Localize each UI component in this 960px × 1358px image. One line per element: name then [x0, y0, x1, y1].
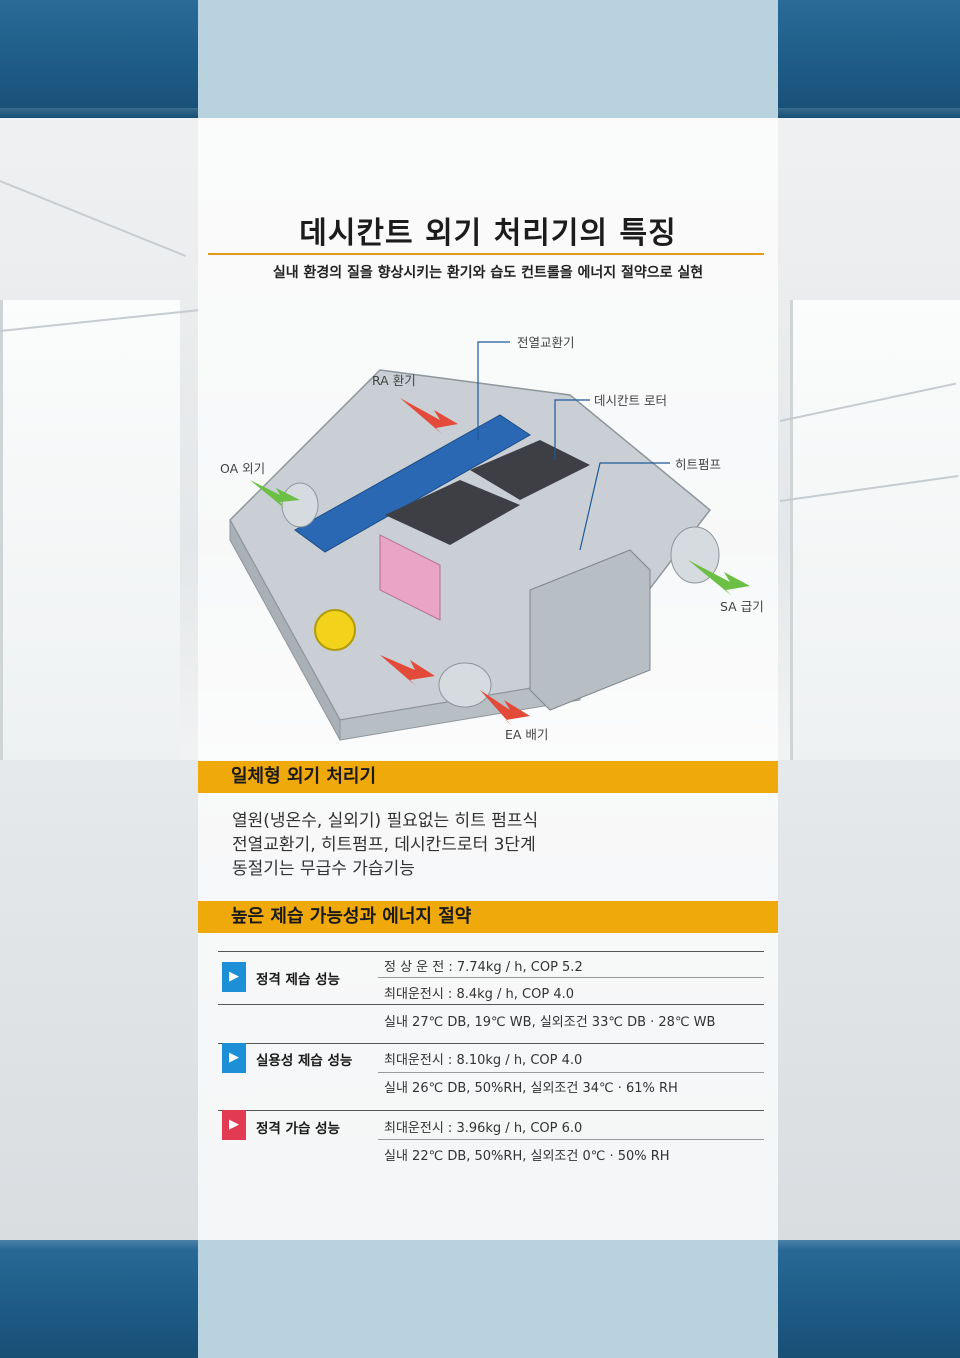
- page-title: 데시칸트 외기 처리기의 특징: [299, 216, 677, 251]
- spec-value: 실내 26℃ DB, 50%RH, 실외조건 34℃ · 61% RH: [384, 1081, 678, 1096]
- ceiling-line: [0, 180, 186, 257]
- unit-illustration: [229, 341, 750, 741]
- spec-value: 실내 27℃ DB, 19℃ WB, 실외조건 33℃ DB · 28℃ WB: [384, 1015, 716, 1030]
- play-arrow-icon: ▶: [222, 1110, 246, 1140]
- spec-divider: [218, 1110, 764, 1111]
- label-sa: SA 급기: [720, 599, 764, 614]
- bottom-light-panel: [198, 1240, 778, 1358]
- label-oa: OA 외기: [220, 461, 266, 476]
- spec-divider: [218, 951, 764, 952]
- spec-label-practical-dehumidify: 실용성 제습 성능: [256, 1053, 353, 1069]
- spec-value: 최대운전시 : 8.10kg / h, COP 4.0: [384, 1053, 583, 1068]
- office-window-right: [790, 300, 960, 760]
- spec-subdivider: [378, 1072, 764, 1073]
- label-ea: EA 배기: [505, 727, 549, 742]
- spec-subdivider: [378, 977, 764, 978]
- spec-value: 최대운전시 : 8.4kg / h, COP 4.0: [384, 987, 575, 1002]
- office-window-left: [0, 300, 180, 760]
- label-heat-pump: 히트펌프: [675, 457, 722, 472]
- spec-divider: [218, 1004, 764, 1005]
- spec-subdivider: [378, 1139, 764, 1140]
- section-heading-dehumidify: 높은 제습 가능성과 에너지 절약: [198, 901, 778, 933]
- play-arrow-icon: ▶: [222, 962, 246, 992]
- page-subtitle: 실내 환경의 질을 향상시키는 환기와 습도 컨트롤을 에너지 절약으로 실현: [272, 265, 704, 281]
- spec-value: 정 상 운 전 : 7.74kg / h, COP 5.2: [384, 960, 583, 975]
- spec-label-rated-dehumidify: 정격 제습 성능: [256, 972, 340, 988]
- title-divider: [208, 253, 764, 255]
- feature-line-3: 동절기는 무급수 가습기능: [232, 859, 415, 879]
- top-light-panel: [198, 0, 778, 118]
- spec-value: 실내 22℃ DB, 50%RH, 실외조건 0℃ · 50% RH: [384, 1149, 670, 1164]
- feature-line-1: 열원(냉온수, 실외기) 필요없는 히트 펌프식: [232, 811, 539, 831]
- play-arrow-icon: ▶: [222, 1043, 246, 1073]
- feature-line-2: 전열교환기, 히트펌프, 데시칸드로터 3단계: [232, 835, 536, 855]
- spec-value: 최대운전시 : 3.96kg / h, COP 6.0: [384, 1121, 583, 1136]
- label-heat-exchanger: 전열교환기: [517, 335, 575, 350]
- unit-diagram: 전열교환기 RA 환기 데시칸트 로터 히트펌프 OA 외기 SA 급기 EA …: [210, 320, 770, 750]
- spec-divider: [218, 1043, 764, 1044]
- label-ra: RA 환기: [372, 373, 416, 388]
- section-heading-integrated: 일체형 외기 처리기: [198, 761, 778, 793]
- spec-label-rated-humidify: 정격 가습 성능: [256, 1121, 340, 1137]
- label-desiccant-rotor: 데시칸트 로터: [594, 393, 667, 408]
